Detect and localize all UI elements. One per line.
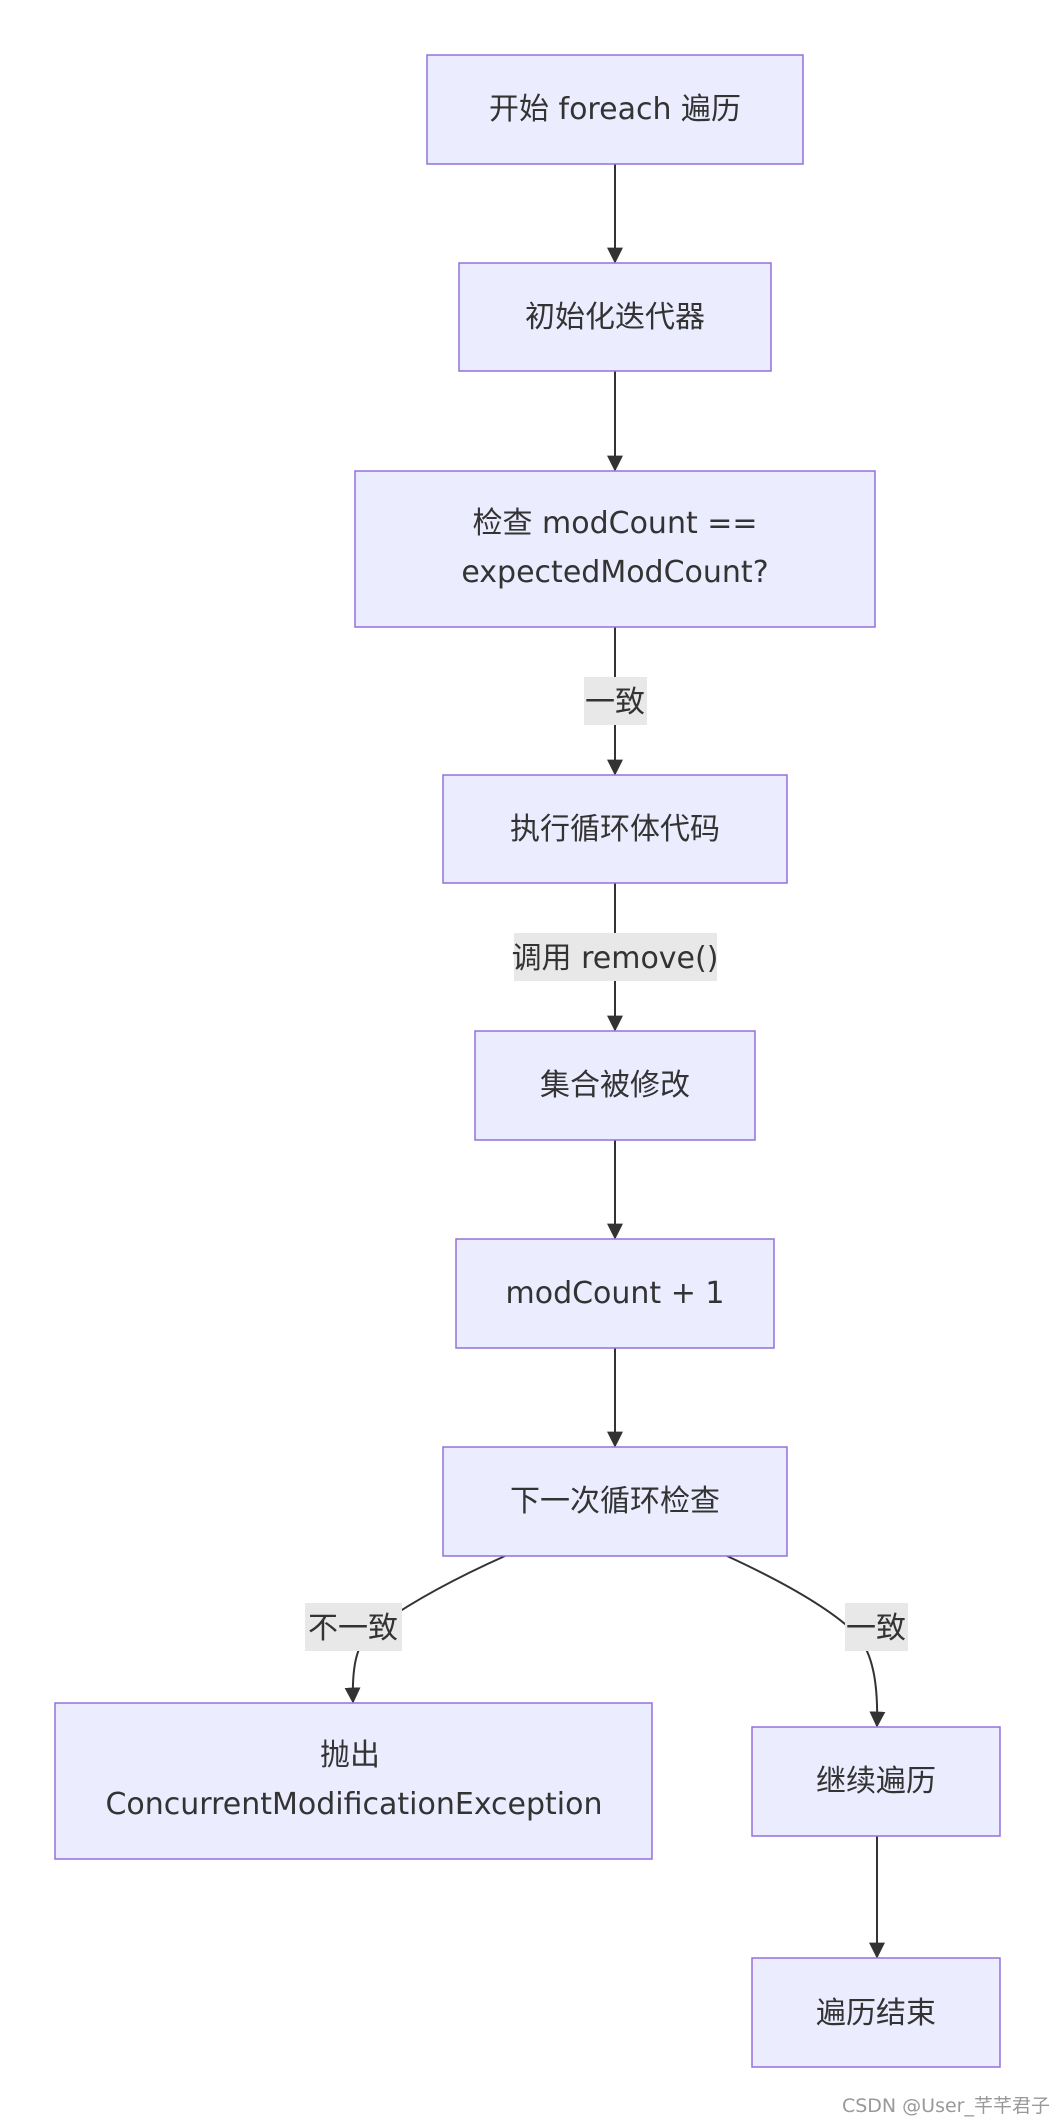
node-exec-loop-body: 执行循环体代码 [442,774,788,884]
node-collection-modified: 集合被修改 [474,1030,756,1141]
edge-label-consistent-1: 一致 [584,677,647,725]
node-check-modcount: 检查 modCount == expectedModCount? [354,470,876,628]
node-traversal-end: 遍历结束 [751,1957,1001,2068]
node-modcount-increment: modCount + 1 [455,1238,775,1349]
node-start-foreach: 开始 foreach 遍历 [426,54,804,165]
edge-label-consistent-2: 一致 [845,1603,908,1651]
svg-text:执行循环体代码: 执行循环体代码 [510,812,720,847]
node-throw-exception: 抛出 ConcurrentModificationException [54,1702,653,1860]
svg-text:下一次循环检查: 下一次循环检查 [510,1484,720,1519]
node-continue-traversal: 继续遍历 [751,1726,1001,1837]
svg-text:一致: 一致 [585,685,645,720]
svg-text:继续遍历: 继续遍历 [816,1764,936,1799]
node-next-loop-check: 下一次循环检查 [442,1446,788,1557]
svg-text:集合被修改: 集合被修改 [540,1068,690,1103]
svg-text:modCount + 1: modCount + 1 [505,1276,724,1311]
svg-text:开始 foreach 遍历: 开始 foreach 遍历 [489,92,741,127]
svg-text:不一致: 不一致 [308,1611,398,1646]
watermark-text: CSDN @User_芊芊君子 [842,2095,1050,2117]
svg-text:遍历结束: 遍历结束 [816,1996,936,2031]
node-init-iterator: 初始化迭代器 [458,262,772,372]
svg-text:初始化迭代器: 初始化迭代器 [525,300,705,335]
svg-text:expectedModCount?: expectedModCount? [461,555,768,590]
svg-text:调用 remove(): 调用 remove() [512,941,719,976]
svg-text:检查 modCount ==: 检查 modCount == [472,506,757,541]
edge-label-inconsistent: 不一致 [305,1603,402,1651]
svg-text:一致: 一致 [846,1611,906,1646]
svg-text:抛出: 抛出 [320,1738,380,1773]
edge-label-call-remove: 调用 remove() [512,933,719,981]
svg-text:ConcurrentModificationExceptio: ConcurrentModificationException [105,1787,602,1822]
